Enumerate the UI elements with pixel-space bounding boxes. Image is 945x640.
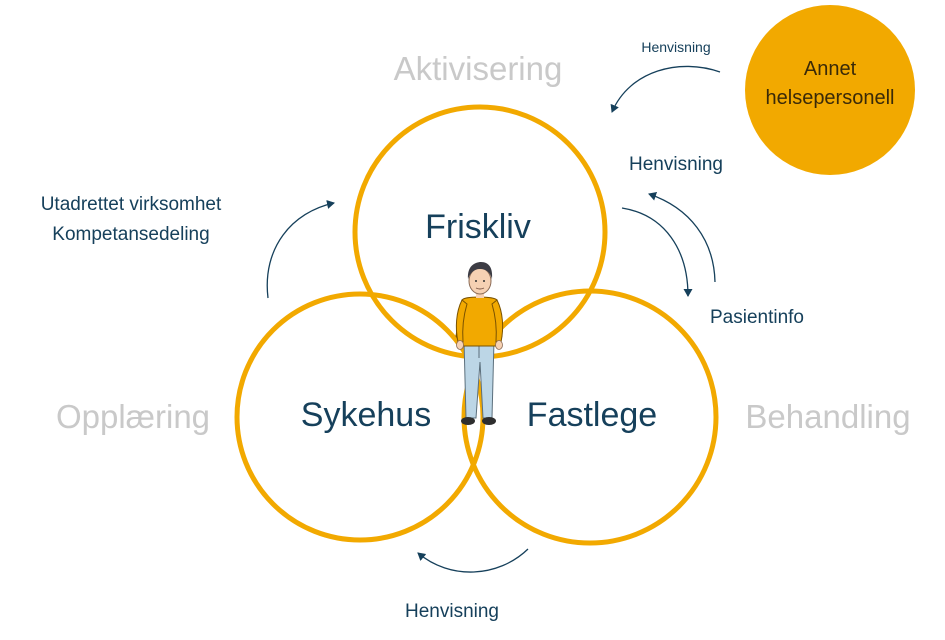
arrow-friskliv-to-fastlege bbox=[621, 207, 693, 297]
annet-helsepersonell-circle bbox=[745, 5, 915, 175]
henvisning-fastlege-friskliv-label: Henvisning bbox=[629, 154, 723, 175]
utadrettet-label: Utadrettet virksomhet bbox=[41, 194, 222, 215]
kompetansedeling-label: Kompetansedeling bbox=[52, 224, 209, 245]
annet-label-line2: helsepersonell bbox=[766, 87, 895, 109]
sykehus-label: Sykehus bbox=[301, 396, 431, 434]
arrow-annet-to-friskliv bbox=[610, 65, 721, 113]
pasientinfo-label: Pasientinfo bbox=[710, 307, 804, 328]
opplaering-label: Opplæring bbox=[56, 398, 210, 435]
aktivisering-label: Aktivisering bbox=[394, 50, 563, 87]
person-icon bbox=[455, 262, 504, 425]
arrow-fastlege-to-friskliv bbox=[648, 192, 716, 283]
fastlege-label: Fastlege bbox=[527, 396, 657, 434]
friskliv-label: Friskliv bbox=[425, 208, 531, 246]
fastlege-circle bbox=[461, 288, 719, 546]
annet-label-line1: Annet bbox=[804, 58, 857, 80]
henvisning-annet-label: Henvisning bbox=[641, 39, 710, 55]
henvisning-fastlege-sykehus-label: Henvisning bbox=[405, 601, 499, 622]
arrow-fastlege-to-sykehus bbox=[417, 548, 529, 573]
behandling-label: Behandling bbox=[745, 398, 910, 435]
arrow-sykehus-to-friskliv bbox=[266, 200, 335, 299]
